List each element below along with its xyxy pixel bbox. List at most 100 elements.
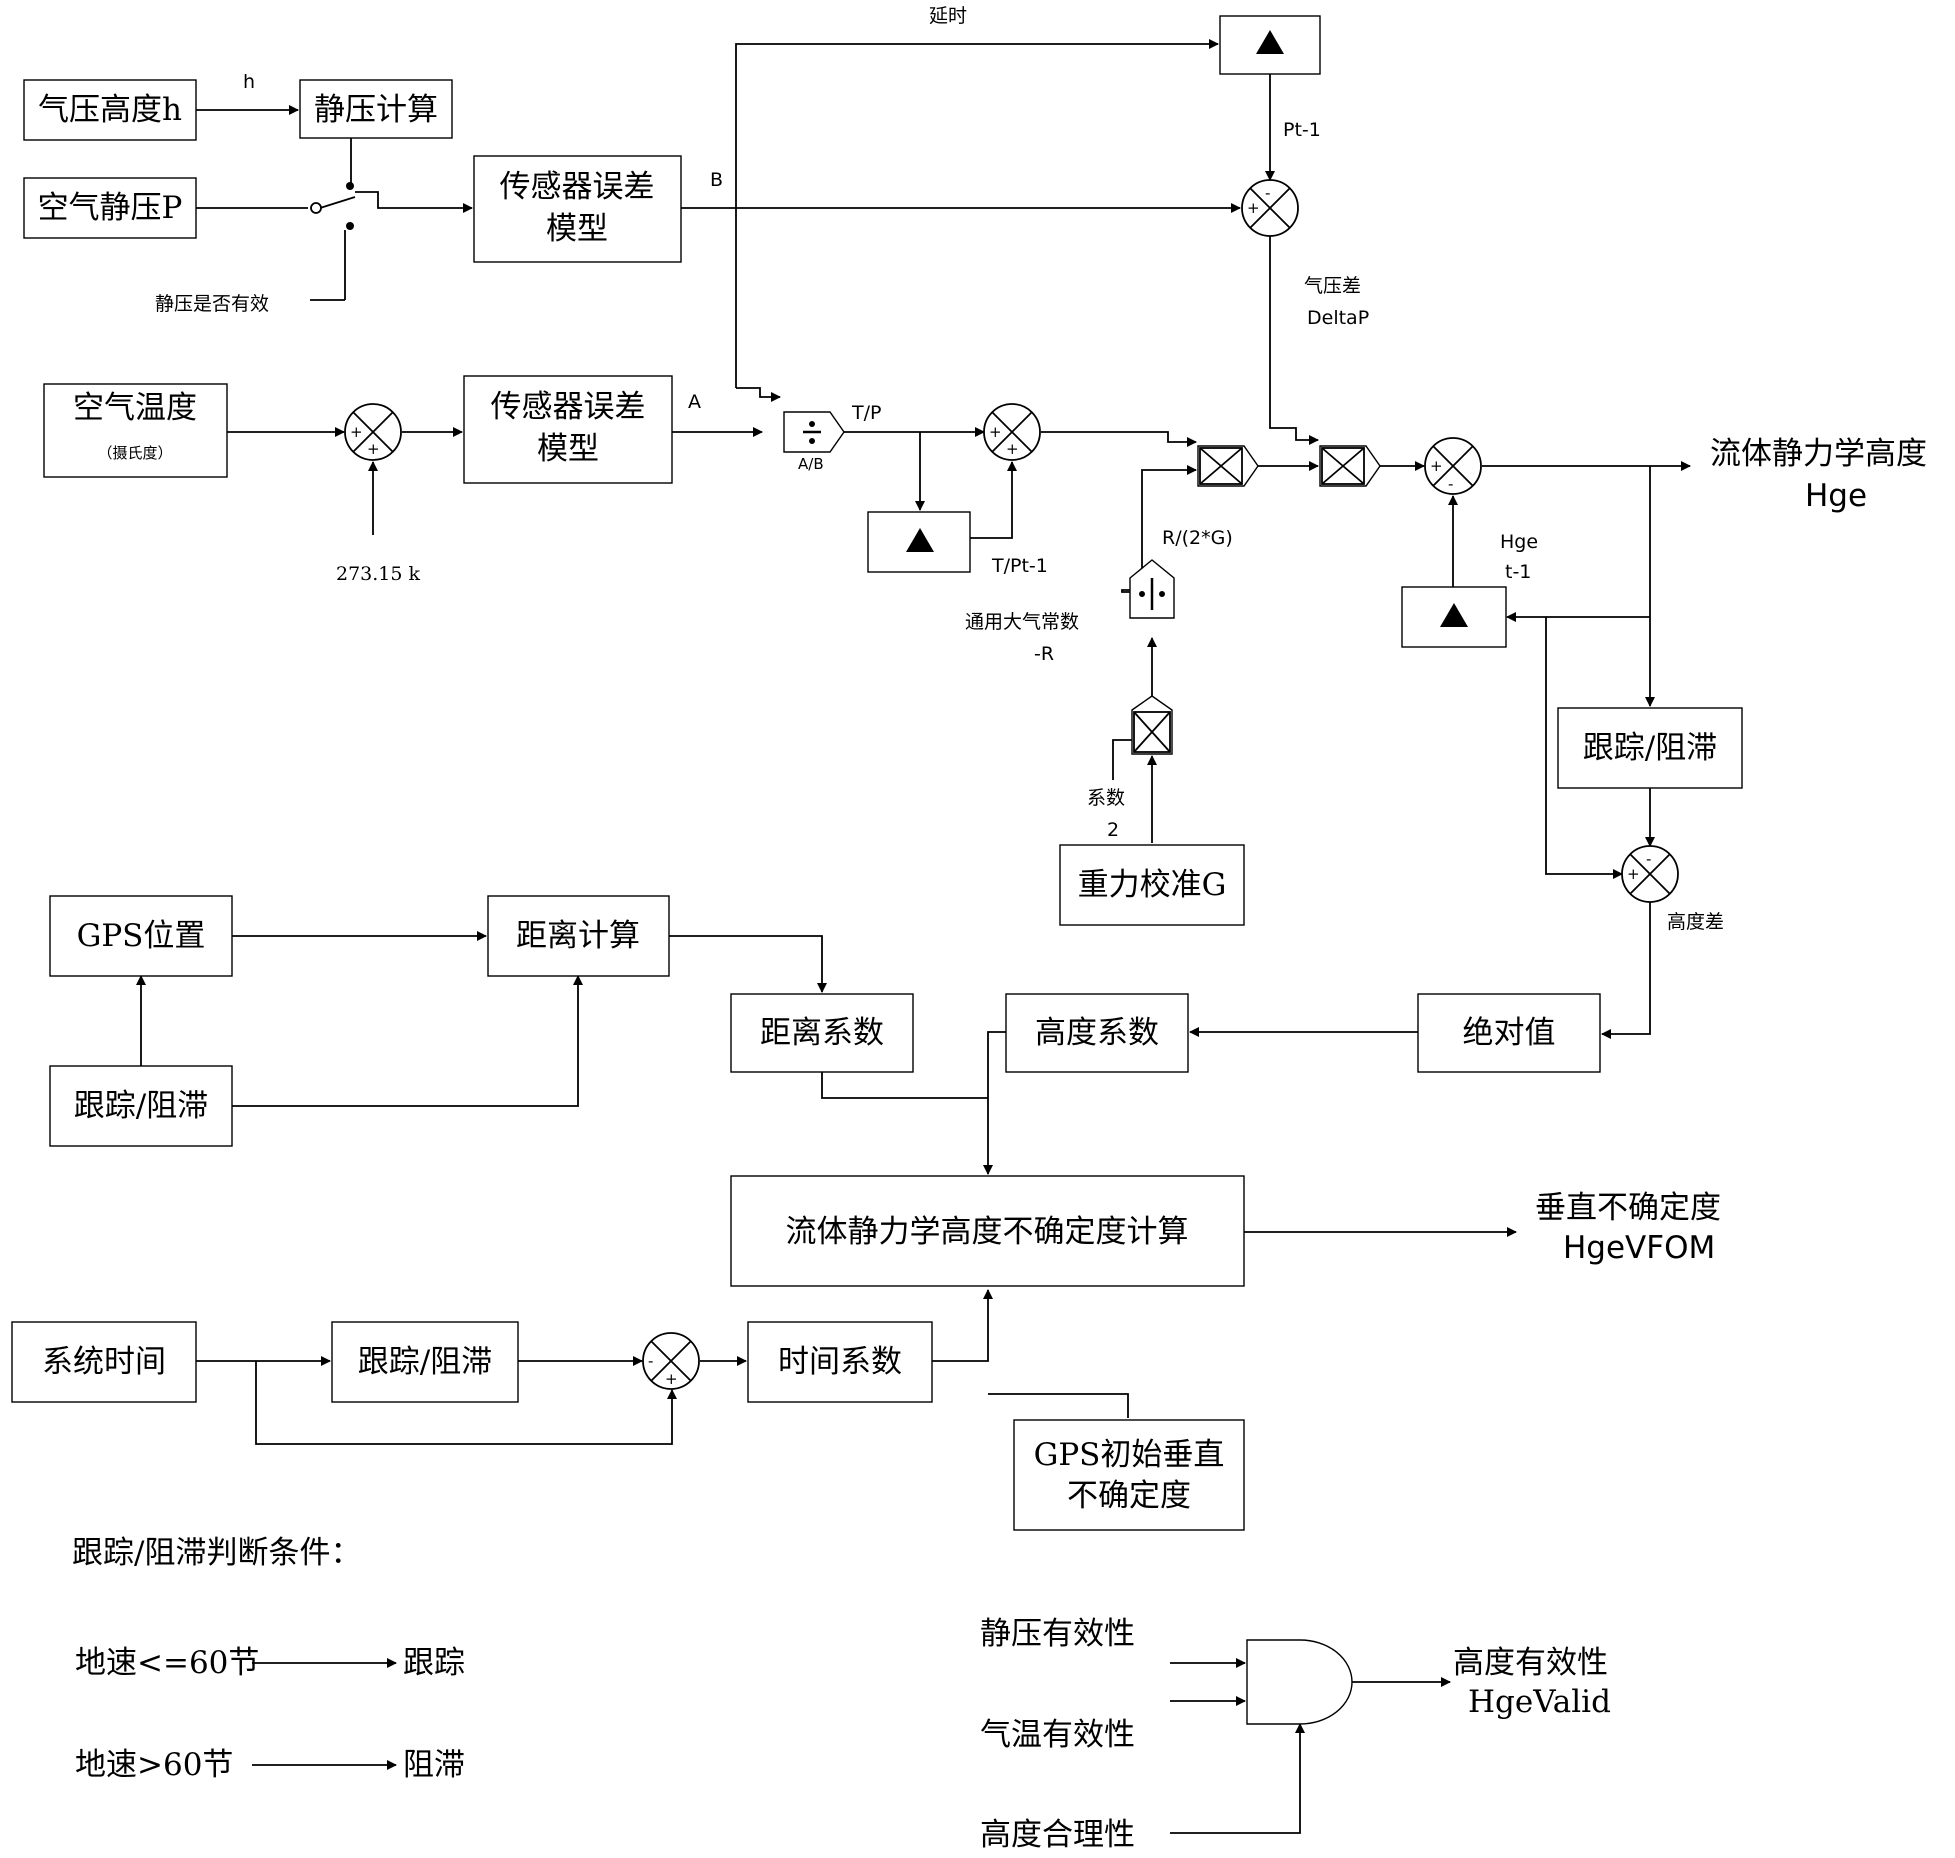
- svg-text:GPS位置: GPS位置: [77, 918, 206, 954]
- block-track-hold-1: 跟踪/阻滞: [1557, 707, 1743, 789]
- svg-text:模型: 模型: [537, 431, 599, 467]
- sum-junction-time: -+: [642, 1332, 700, 1390]
- svg-text:GPS初始垂直: GPS初始垂直: [1034, 1437, 1225, 1473]
- validity-in-2: 气温有效性: [980, 1717, 1135, 1753]
- svg-text:静压计算: 静压计算: [314, 92, 438, 128]
- label-height-diff: 高度差: [1667, 911, 1724, 933]
- label-vfom-out: 垂直不确定度: [1535, 1190, 1721, 1226]
- svg-text:+: +: [350, 423, 363, 441]
- label-B: B: [710, 169, 723, 191]
- block-dist-calc: 距离计算: [487, 895, 670, 977]
- block-height-coef: 高度系数: [1005, 993, 1189, 1073]
- label-r2g: R/(2*G): [1162, 527, 1233, 549]
- svg-text:重力校准G: 重力校准G: [1078, 867, 1227, 903]
- divider-block: [783, 411, 845, 453]
- label-hge-out-sym: Hge: [1805, 478, 1867, 514]
- block-air-static: 空气静压P: [23, 177, 197, 239]
- sum-junction-pressure: -+: [1241, 179, 1299, 237]
- label-273: 273.15 k: [336, 563, 421, 585]
- svg-text:传感器误差: 传感器误差: [491, 389, 646, 425]
- svg-text:高度系数: 高度系数: [1035, 1015, 1159, 1051]
- block-gravity: 重力校准G: [1059, 844, 1245, 926]
- condition-1: 地速<=60节: [75, 1645, 259, 1681]
- block-sensor-error-1: 传感器误差 模型: [473, 155, 682, 263]
- label-tpt1: T/Pt-1: [991, 555, 1048, 577]
- block-sys-time: 系统时间: [11, 1321, 197, 1403]
- label-coef: 系数: [1087, 787, 1125, 809]
- svg-text:系统时间: 系统时间: [42, 1344, 166, 1380]
- validity-out-sym: HgeValid: [1468, 1684, 1611, 1720]
- svg-text:距离计算: 距离计算: [516, 918, 640, 954]
- block-gps-pos: GPS位置: [49, 895, 233, 977]
- sum-junction-tp: ++: [983, 403, 1041, 461]
- label-vfom-sym: HgeVFOM: [1563, 1230, 1715, 1266]
- svg-text:跟踪/阻滞: 跟踪/阻滞: [74, 1088, 208, 1124]
- connection-lines: [136, 39, 1691, 1834]
- block-dist-coef: 距离系数: [730, 993, 914, 1073]
- multiplier-3: [1131, 695, 1173, 755]
- svg-text:（摄氏度）: （摄氏度）: [97, 444, 172, 462]
- block-uncertainty-calc: 流体静力学高度不确定度计算: [730, 1175, 1245, 1287]
- label-deltap-en: DeltaP: [1307, 307, 1369, 329]
- svg-text:空气静压P: 空气静压P: [38, 190, 183, 226]
- svg-text:流体静力学高度不确定度计算: 流体静力学高度不确定度计算: [786, 1214, 1189, 1250]
- label-delay: 延时: [929, 5, 967, 27]
- svg-text:+: +: [1627, 865, 1640, 883]
- svg-text:空气温度: 空气温度: [73, 390, 197, 426]
- and-gate: [1246, 1639, 1353, 1725]
- block-static-calc: 静压计算: [299, 79, 453, 139]
- block-abs-value: 绝对值: [1417, 993, 1601, 1073]
- block-track-hold-2: 跟踪/阻滞: [49, 1065, 233, 1147]
- block-baro-alt: 气压高度h: [23, 79, 197, 141]
- label-ab: A/B: [798, 455, 824, 473]
- condition-2: 地速>60节: [75, 1747, 233, 1783]
- conditions-title: 跟踪/阻滞判断条件：: [72, 1535, 361, 1571]
- svg-text:+: +: [1247, 199, 1260, 217]
- svg-text:不确定度: 不确定度: [1067, 1478, 1191, 1514]
- label-static-valid: 静压是否有效: [155, 293, 269, 315]
- svg-text:+: +: [665, 1370, 678, 1388]
- block-gps-vert-uncert: GPS初始垂直 不确定度: [1013, 1419, 1245, 1531]
- svg-text:距离系数: 距离系数: [760, 1015, 884, 1051]
- svg-text:跟踪/阻滞: 跟踪/阻滞: [1583, 730, 1717, 766]
- multiplier-1: [1197, 445, 1259, 487]
- svg-text:-: -: [1265, 184, 1270, 202]
- svg-text:跟踪/阻滞: 跟踪/阻滞: [358, 1344, 492, 1380]
- svg-text:模型: 模型: [546, 211, 608, 247]
- triangle-icon: [1440, 603, 1468, 627]
- label-gas-const-r: -R: [1034, 643, 1054, 665]
- block-track-hold-3: 跟踪/阻滞: [331, 1321, 519, 1403]
- triangle-icon: [1256, 30, 1284, 54]
- switch-symbol: [310, 182, 354, 230]
- svg-text:-: -: [1646, 850, 1651, 868]
- label-A: A: [688, 391, 701, 413]
- sum-junction-height-diff: -+: [1621, 845, 1679, 903]
- label-gas-const: 通用大气常数: [965, 611, 1079, 633]
- svg-text:+: +: [1006, 440, 1019, 458]
- label-h: h: [243, 71, 255, 93]
- divider-r2g: [1129, 559, 1175, 619]
- label-hge-prev: Hge: [1500, 531, 1538, 553]
- label-hge-prev-t: t-1: [1505, 561, 1531, 583]
- svg-text:+: +: [1430, 457, 1443, 475]
- svg-text:+: +: [989, 423, 1002, 441]
- block-sensor-error-2: 传感器误差 模型: [463, 375, 673, 484]
- svg-text:-: -: [648, 1352, 653, 1370]
- label-coef-2: 2: [1107, 819, 1119, 841]
- label-pt1: Pt-1: [1283, 119, 1321, 141]
- label-tp: T/P: [851, 402, 881, 424]
- triangle-icon: [906, 528, 934, 552]
- validity-out: 高度有效性: [1453, 1645, 1608, 1681]
- label-deltap-cn: 气压差: [1304, 275, 1361, 297]
- multiplier-2: [1319, 445, 1381, 487]
- delay-block-2: [867, 511, 971, 573]
- svg-text:-: -: [1448, 475, 1453, 493]
- block-air-temp: 空气温度 （摄氏度）: [43, 383, 228, 478]
- svg-text:时间系数: 时间系数: [778, 1344, 902, 1380]
- svg-text:+: +: [367, 440, 380, 458]
- svg-text:气压高度h: 气压高度h: [38, 92, 182, 128]
- result-1: 跟踪: [403, 1645, 465, 1681]
- block-time-coef: 时间系数: [747, 1321, 933, 1403]
- delay-block-1: [1219, 15, 1321, 75]
